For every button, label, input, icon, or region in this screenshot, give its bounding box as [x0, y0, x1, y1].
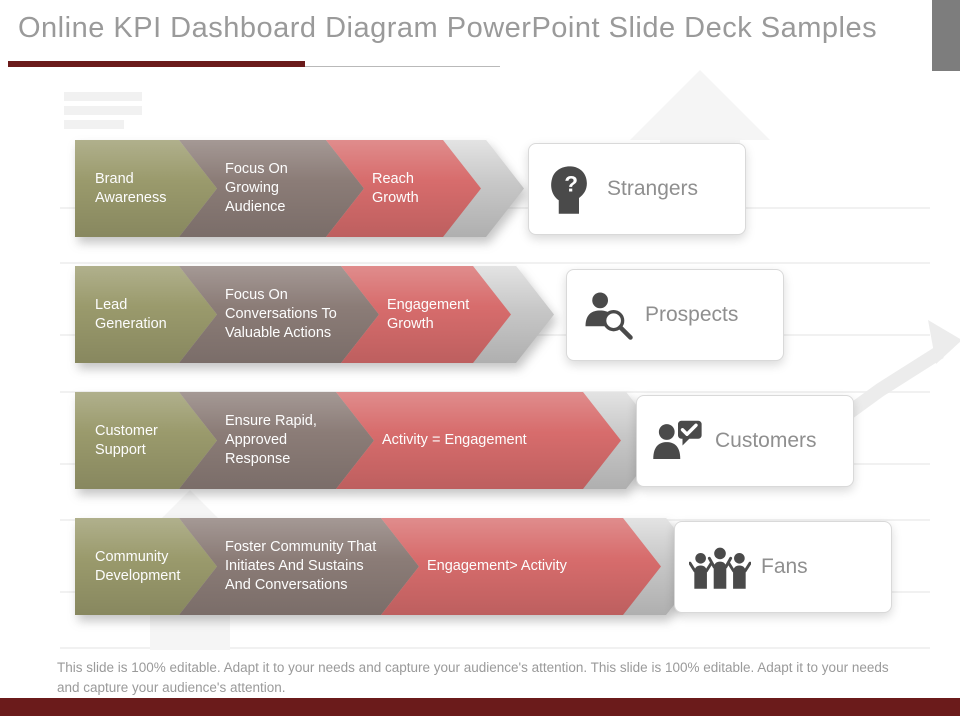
stage-label: Ensure Rapid, Approved Response [225, 413, 317, 467]
title-accent-bar [8, 61, 305, 67]
process-row-fans: Community Development Foster Community T… [75, 518, 960, 615]
stage-label: Lead Generation [95, 296, 167, 332]
stage-arrow-engagement-activity: Engagement> Activity [381, 518, 661, 615]
svg-text:?: ? [564, 171, 578, 196]
arrow-chain: Community Development Foster Community T… [75, 518, 704, 615]
stage-label: Activity = Engagement [382, 432, 527, 449]
arrow-chain: Lead Generation Focus On Conversations T… [75, 266, 554, 363]
stage-label: Reach Growth [372, 170, 419, 206]
stage-label: Focus On Growing Audience [225, 161, 288, 215]
person-check-icon [651, 414, 705, 468]
page-title: Online KPI Dashboard Diagram PowerPoint … [18, 12, 878, 44]
audience-card-strangers: ? Strangers [528, 142, 746, 235]
arrow-chain: Customer Support Ensure Rapid, Approved … [75, 392, 664, 489]
audience-label: Prospects [645, 302, 739, 326]
process-rows: Brand Awareness Focus On Growing Audienc… [75, 140, 960, 644]
stage-label: Brand Awareness [95, 170, 167, 206]
process-row-strangers: Brand Awareness Focus On Growing Audienc… [75, 140, 960, 237]
footer-note: This slide is 100% editable. Adapt it to… [57, 660, 889, 695]
process-row-customers: Customer Support Ensure Rapid, Approved … [75, 392, 960, 489]
audience-label: Customers [715, 428, 817, 452]
bottom-accent-bar [0, 698, 960, 716]
stage-label: Customer Support [95, 422, 158, 458]
arrow-chain: Brand Awareness Focus On Growing Audienc… [75, 140, 524, 237]
audience-label: Fans [761, 554, 808, 578]
audience-card-prospects: Prospects [566, 268, 784, 361]
audience-label: Strangers [607, 176, 699, 200]
stage-arrow-activity-engagement: Activity = Engagement [336, 392, 621, 489]
fans-icon [689, 542, 751, 592]
process-row-prospects: Lead Generation Focus On Conversations T… [75, 266, 960, 363]
corner-block [932, 0, 960, 71]
stage-label: Foster Community That Initiates And Sust… [225, 539, 377, 593]
person-search-icon [581, 288, 635, 342]
stage-arrow-reach-growth: Reach Growth [326, 140, 481, 237]
stage-label: Engagement Growth [387, 296, 470, 332]
audience-card-customers: Customers [636, 394, 854, 487]
stage-label: Community Development [95, 548, 181, 584]
stage-label: Engagement> Activity [427, 558, 567, 575]
stage-arrow-foster-community: Foster Community That Initiates And Sust… [179, 518, 419, 615]
stage-label: Focus On Conversations To Valuable Actio… [225, 287, 337, 341]
question-head-icon: ? [543, 162, 597, 216]
stage-arrow-rapid-response: Ensure Rapid, Approved Response [179, 392, 374, 489]
audience-card-fans: Fans [674, 520, 892, 613]
